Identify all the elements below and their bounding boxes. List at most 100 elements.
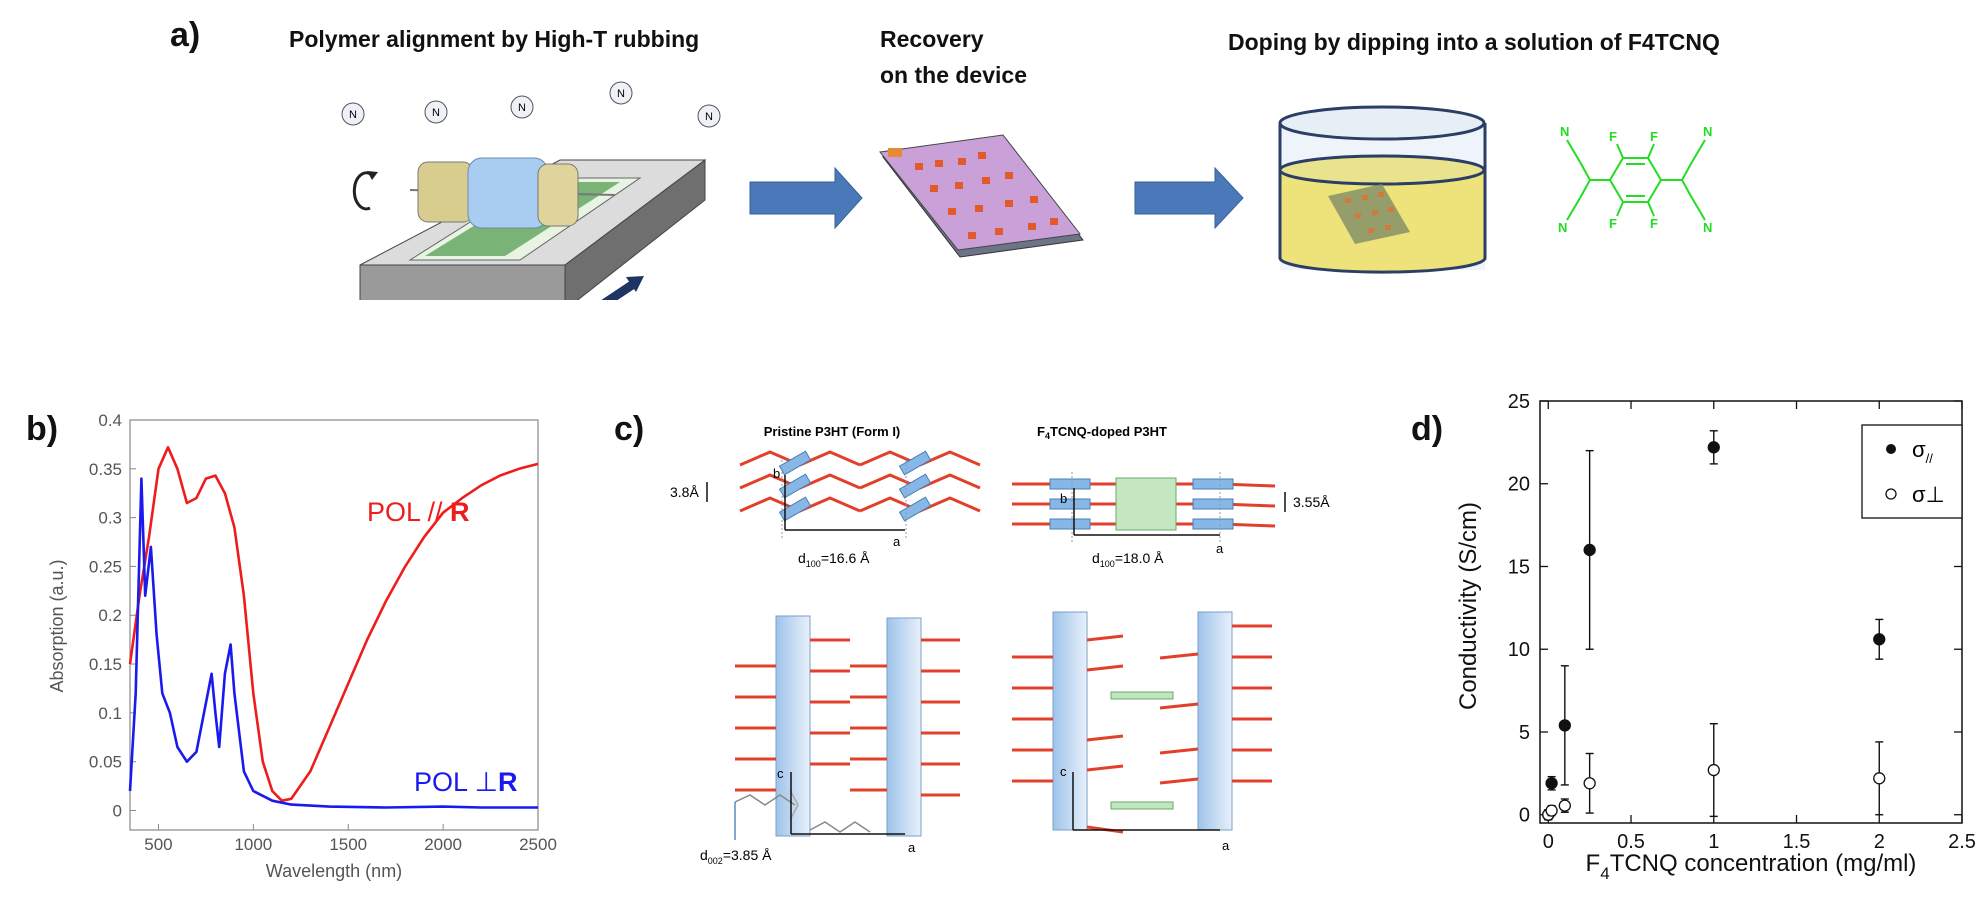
absorption-y-tick-label: 0.35 xyxy=(89,460,122,479)
panel-b-label: b) xyxy=(26,410,59,448)
svg-text:F: F xyxy=(1609,129,1617,144)
data-point-perpendicular xyxy=(1545,804,1558,817)
conductivity-x-axis-label: F4TCNQ concentration (mg/ml) xyxy=(1586,850,1917,883)
conductivity-y-tick-label: 20 xyxy=(1508,474,1530,496)
conductivity-y-tick-label: 0 xyxy=(1519,805,1530,827)
svg-text:N: N xyxy=(1560,124,1569,139)
conductivity-plot-frame xyxy=(1539,400,1963,824)
absorption-x-tick-label: 2500 xyxy=(519,835,557,854)
conductivity-x-tick-label: 0 xyxy=(1543,831,1554,853)
conductivity-y-axis-label: Conductivity (S/cm) xyxy=(1455,502,1482,710)
axis-a-bottom-left: a xyxy=(908,840,916,855)
svg-text:N: N xyxy=(1558,220,1567,235)
data-point-parallel xyxy=(1707,441,1720,454)
panel-a-illustration: N N N N N xyxy=(341,81,1712,300)
d100-left: d100=16.6 Å xyxy=(798,550,870,569)
nitrogen-atom-2: N xyxy=(424,100,448,124)
svg-text:N: N xyxy=(1703,124,1712,139)
svg-text:F: F xyxy=(1650,129,1658,144)
axis-a-bottom-right: a xyxy=(1222,838,1230,853)
svg-text:N: N xyxy=(518,102,526,114)
data-point-perpendicular xyxy=(1873,772,1886,785)
absorption-y-tick-label: 0.1 xyxy=(98,704,122,723)
series-label-perpendicular: POL ⊥R xyxy=(414,767,518,797)
conductivity-x-tick-label: 1.5 xyxy=(1783,831,1811,853)
data-point-perpendicular xyxy=(1707,763,1720,777)
axis-b-right: b xyxy=(1060,491,1067,506)
svg-text:N: N xyxy=(617,88,625,100)
pristine-lamellae xyxy=(706,450,981,540)
d002-label: d002=3.85 Å xyxy=(700,847,772,866)
absorption-x-tick-label: 1000 xyxy=(234,835,272,854)
axis-a-right: a xyxy=(1216,541,1224,556)
axis-c-left: c xyxy=(777,766,784,781)
absorption-y-tick-label: 0.15 xyxy=(89,655,122,674)
conductivity-y-tick-label: 25 xyxy=(1508,391,1530,413)
svg-text:F: F xyxy=(1650,216,1658,231)
doping-beaker xyxy=(1278,105,1487,274)
data-point-parallel xyxy=(1558,719,1571,732)
conductivity-y-tick-label: 15 xyxy=(1508,556,1530,578)
absorption-x-axis-label: Wavelength (nm) xyxy=(266,861,402,881)
conductivity-x-tick-label: 2 xyxy=(1874,831,1885,853)
axis-b-left: b xyxy=(773,466,780,481)
conductivity-y-tick-label: 5 xyxy=(1519,722,1530,744)
legend-label-perpendicular: σ⊥ xyxy=(1912,482,1945,507)
panel-a-label: a) xyxy=(170,16,201,54)
panel-d-label: d) xyxy=(1411,410,1444,448)
absorption-y-axis-label: Absorption (a.u.) xyxy=(47,559,67,692)
nitrogen-atom-5: N xyxy=(697,104,721,128)
series-line-parallel xyxy=(128,445,539,803)
pristine-side-view xyxy=(734,615,960,840)
conductivity-x-tick-label: 0.5 xyxy=(1617,831,1645,853)
step3-title: Doping by dipping into a solution of F4T… xyxy=(1228,29,1720,55)
data-point-parallel xyxy=(1583,543,1596,557)
data-point-parallel xyxy=(1873,633,1886,646)
svg-text:F: F xyxy=(1609,216,1617,231)
conductivity-x-tick-label: 2.5 xyxy=(1948,831,1976,853)
series-label-parallel: POL // R xyxy=(367,497,470,527)
data-point-perpendicular xyxy=(1558,799,1571,812)
conductivity-y-tick-label: 10 xyxy=(1508,639,1530,661)
conductivity-legend: σ// σ⊥ xyxy=(1861,424,1963,519)
axis-a-left: a xyxy=(893,534,901,549)
panel-c-label: c) xyxy=(614,410,645,448)
absorption-y-tick-label: 0.05 xyxy=(89,753,122,772)
axis-c-right: c xyxy=(1060,764,1067,779)
absorption-y-tick-label: 0.4 xyxy=(98,411,122,430)
step2-title-line2: on the device xyxy=(880,62,1027,88)
process-arrow-1 xyxy=(749,166,863,230)
step2-title-line1: Recovery xyxy=(880,26,984,52)
svg-text:N: N xyxy=(705,111,713,123)
absorption-y-tick-label: 0 xyxy=(113,801,122,820)
absorption-x-tick-label: 2000 xyxy=(424,835,462,854)
spacing-right: 3.55Å xyxy=(1293,494,1330,510)
f4tcnq-molecule xyxy=(1566,139,1706,221)
rotation-arrow-icon xyxy=(352,171,378,211)
absorption-y-tick-label: 0.3 xyxy=(98,509,122,528)
absorption-y-tick-label: 0.25 xyxy=(89,557,122,576)
process-arrow-2 xyxy=(1134,166,1244,230)
doped-side-view xyxy=(1012,611,1272,834)
absorption-x-tick-label: 1500 xyxy=(329,835,367,854)
data-point-parallel xyxy=(1545,777,1558,790)
absorption-y-tick-label: 0.2 xyxy=(98,606,122,625)
pristine-title: Pristine P3HT (Form I) xyxy=(764,424,901,439)
svg-text:N: N xyxy=(349,109,357,121)
rubbing-cylinder xyxy=(409,157,616,229)
legend-label-parallel: σ// xyxy=(1912,437,1933,466)
data-point-perpendicular xyxy=(1583,777,1596,790)
structure-schematic: Pristine P3HT (Form I) F4TCNQ-doped P3HT… xyxy=(670,424,1330,866)
absorption-plot-frame xyxy=(129,419,539,831)
d100-right: d100=18.0 Å xyxy=(1092,550,1164,569)
doped-title: F4TCNQ-doped P3HT xyxy=(1037,424,1167,441)
svg-text:N: N xyxy=(432,107,440,119)
nitrogen-atom-4: N xyxy=(609,81,633,105)
conductivity-x-tick-label: 1 xyxy=(1708,831,1719,853)
device-substrate xyxy=(879,134,1084,258)
legend-marker-open xyxy=(1885,488,1897,500)
translation-arrow-icon xyxy=(601,276,644,300)
legend-marker-filled xyxy=(1886,444,1896,454)
